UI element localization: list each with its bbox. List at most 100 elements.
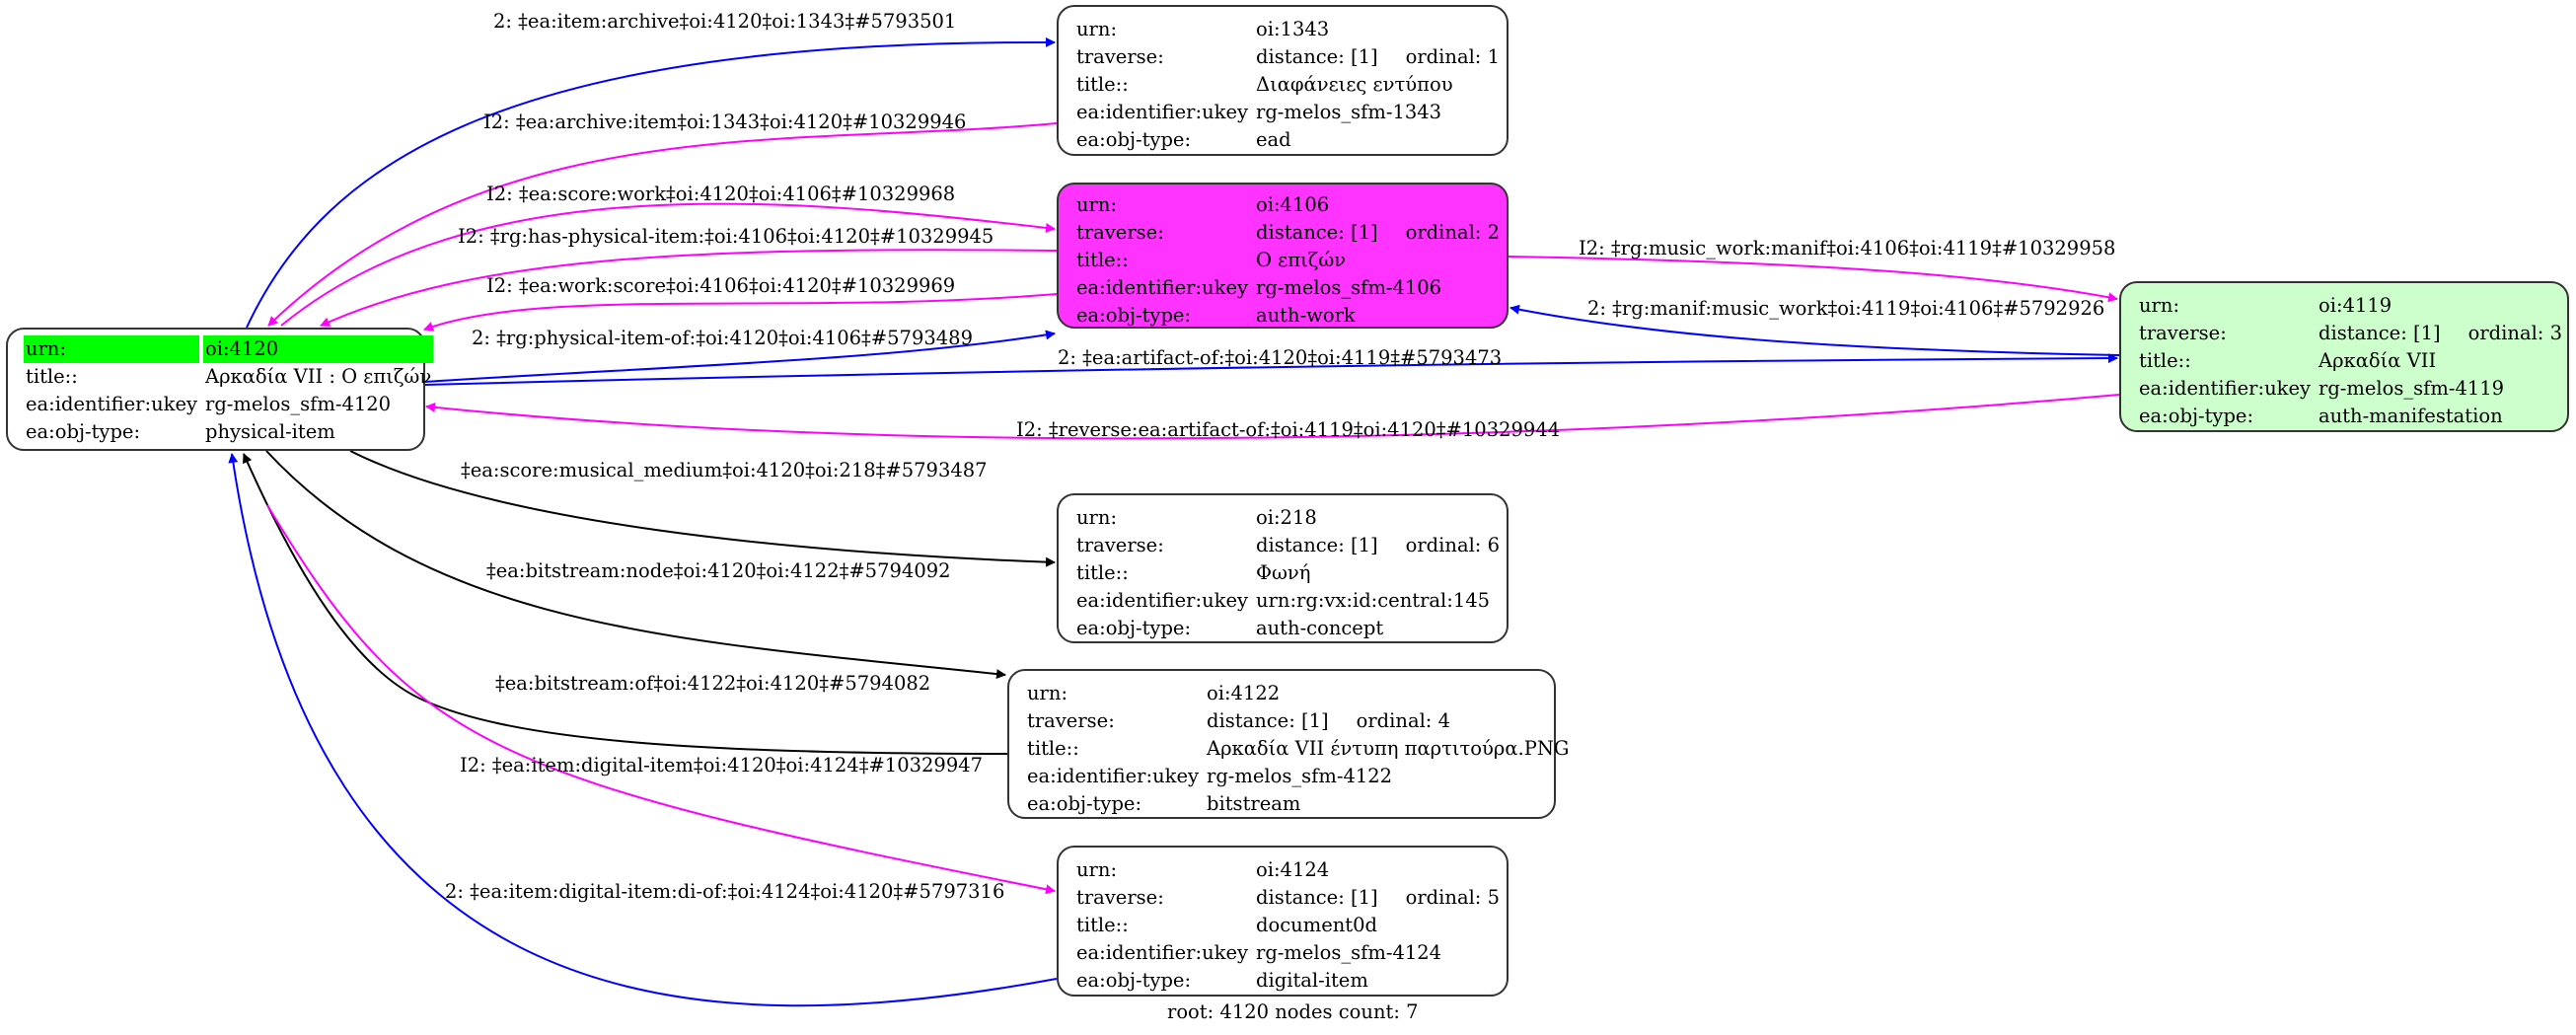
field-value-obj-type: digital-item [1256,969,1368,992]
distance: distance: [1] [1256,221,1378,244]
field-value-traverse: distance: [1]ordinal: 1 [1254,43,1502,71]
field-label-urn: urn: [1076,858,1118,881]
edge-label-e3: I2: ‡ea:score:work‡oi:4120‡oi:4106‡#1032… [486,183,956,205]
field-value-ukey: rg-melos_sfm-4122 [1207,765,1393,787]
ordinal: ordinal: 6 [1405,534,1500,556]
field-label-urn: urn: [1076,18,1118,40]
field-label-ukey: ea:identifier:ukey [1076,276,1248,299]
field-label-ukey: ea:identifier:ukey [1076,101,1248,123]
edge-label-e13: ‡ea:bitstream:of‡oi:4122‡oi:4120‡#579408… [495,672,931,695]
field-label-ukey: ea:identifier:ukey [1027,765,1199,787]
field-label-traverse: traverse: [1027,709,1115,732]
edge-e10 [425,394,2120,440]
node-oi-4124[interactable]: urn: oi:4124 traverse: distance: [1]ordina… [1057,846,1509,997]
field-value-traverse: distance: [1] ordinal: 3 [2317,320,2564,347]
field-value-ukey: rg-melos_sfm-4106 [1256,276,1442,299]
field-value-title: Ο επιζών [1256,249,1347,271]
field-label-urn: urn: [1076,193,1118,216]
field-value-ukey: rg-melos_sfm-4120 [205,393,392,415]
field-label-traverse: traverse: [1076,45,1164,68]
field-label-urn: urn: [1076,506,1118,529]
field-value-traverse: distance: [1] ordinal: 6 [1254,532,1502,559]
field-label-traverse: traverse: [1076,534,1164,556]
edge-label-e5: I2: ‡ea:work:score‡oi:4106‡oi:4120‡#1032… [486,274,956,297]
field-label-urn: urn: [1027,682,1068,704]
node-oi-4106[interactable]: urn:oi:4106 traverse:distance: [1]ordina… [1057,183,1509,329]
field-label-urn: urn: [24,335,199,363]
field-label-traverse: traverse: [1076,886,1164,909]
field-label-ukey: ea:identifier:ukey [1076,941,1248,964]
field-label-obj-type: ea:obj-type: [1076,969,1192,992]
field-value-obj-type: auth-concept [1256,617,1384,639]
node-oi-218[interactable]: urn:oi:218 traverse:distance: [1]ordinal… [1057,493,1509,643]
edge-label-e8: 2: ‡rg:manif:music_work‡oi:4119‡oi:4106‡… [1587,297,2105,320]
field-value-title: Αρκαδία VII [2318,349,2437,372]
field-value-urn: oi:4124 [1256,858,1330,881]
field-label-obj-type: ea:obj-type: [26,420,141,443]
field-label-traverse: traverse: [1076,221,1164,244]
field-value-title: Φωνή [1256,561,1311,584]
edge-e4 [320,249,1058,327]
graph-footer: root: 4120 nodes count: 7 [1167,1000,1419,1023]
field-label-obj-type: ea:obj-type: [2139,405,2254,427]
distance: distance: [1] [1256,45,1378,68]
field-value-obj-type: bitstream [1207,792,1301,815]
edge-e14 [266,504,1056,895]
edge-e13 [243,453,1008,755]
edge-label-e15: 2: ‡ea:item:digital-item:di-of:‡oi:4124‡… [445,880,1005,903]
field-value-ukey: rg-melos_sfm-1343 [1256,101,1442,123]
root-urn-row: urn: oi:4120 [24,335,434,363]
distance: distance: [1] [1256,534,1378,556]
field-value-urn: oi:4122 [1207,682,1281,704]
edge-e8 [1509,304,2120,356]
node-oi-4122[interactable]: urn: oi:4122 traverse: distance: [1]ordina… [1007,669,1570,819]
field-label-ukey: ea:identifier:ukey [1076,589,1248,612]
edge-label-e7: I2: ‡rg:music_work:manif‡oi:4106‡oi:4119… [1579,237,2116,259]
field-value-obj-type: physical-item [205,420,335,443]
edge-label-e1: 2: ‡ea:item:archive‡oi:4120‡oi:1343‡#579… [493,10,957,33]
edge-e12 [265,450,1006,680]
field-label-obj-type: ea:obj-type: [1076,128,1192,151]
edge-e1 [246,37,1056,329]
edge-e15 [228,453,1058,1007]
ordinal: ordinal: 3 [2467,322,2562,344]
field-label-title: title:: [1076,73,1129,96]
edge-e2 [267,122,1058,327]
edge-label-e11: ‡ea:score:musical_medium‡oi:4120‡oi:218‡… [461,459,988,481]
edge-label-e10: I2: ‡reverse:ea:artifact-of:‡oi:4119‡oi:… [1016,418,1561,441]
ordinal: ordinal: 4 [1356,709,1450,732]
field-value-obj-type: auth-work [1256,304,1356,327]
field-label-obj-type: ea:obj-type: [1027,792,1142,815]
edge-label-e6: 2: ‡rg:physical-item-of:‡oi:4120‡oi:4106… [472,327,973,349]
edge-label-e12: ‡ea:bitstream:node‡oi:4120‡oi:4122‡#5794… [486,559,951,582]
field-value-traverse: distance: [1]ordinal: 5 [1254,884,1502,912]
field-value-ukey: urn:rg:vx:id:central:145 [1256,589,1491,612]
field-value-title: Διαφάνειες εντύπου [1256,73,1453,96]
edge-e3 [280,202,1056,327]
node-oi-4119[interactable]: urn:oi:4119 traverse:distance: [1]ordina… [2119,281,2569,432]
field-label-ukey: ea:identifier:ukey [2139,377,2311,400]
edge-e11 [349,450,1056,567]
node-oi-1343[interactable]: urn:oi:1343 traverse:distance: [1]ordina… [1057,5,1509,156]
edge-e5 [423,293,1058,332]
field-value-traverse: distance: [1]ordinal: 4 [1205,707,1572,735]
field-value-title: Αρκαδία VII : Ο επιζών [205,365,432,388]
field-value-traverse: distance: [1] ordinal: 2 [1254,219,1502,247]
ordinal: ordinal: 2 [1405,221,1500,244]
field-label-obj-type: ea:obj-type: [1076,617,1192,639]
field-label-title: title:: [1076,561,1129,584]
field-value-obj-type: auth-manifestation [2318,405,2503,427]
field-value-urn: oi:4119 [2318,294,2392,317]
field-label-title: title:: [2139,349,2191,372]
node-oi-4120[interactable]: urn: oi:4120 title:: Αρκαδία VII : Ο επι… [6,328,434,451]
field-label-ukey: ea:identifier:ukey [26,393,197,415]
field-value-title: Αρκαδία VII έντυπη παρτιτούρα.PNG [1207,737,1570,760]
field-label-title: title:: [1027,737,1079,760]
edge-label-e14: I2: ‡ea:item:digital-item‡oi:4120‡oi:412… [460,754,984,776]
field-value-urn: oi:4120 [203,335,434,363]
edge-label-e4: I2: ‡rg:has-physical-item:‡oi:4106‡oi:41… [458,225,994,248]
ordinal: ordinal: 5 [1405,886,1500,909]
edge-label-e2: I2: ‡ea:archive:item‡oi:1343‡oi:4120‡#10… [483,111,967,133]
distance: distance: [1] [2318,322,2441,344]
field-value-obj-type: ead [1256,128,1291,151]
